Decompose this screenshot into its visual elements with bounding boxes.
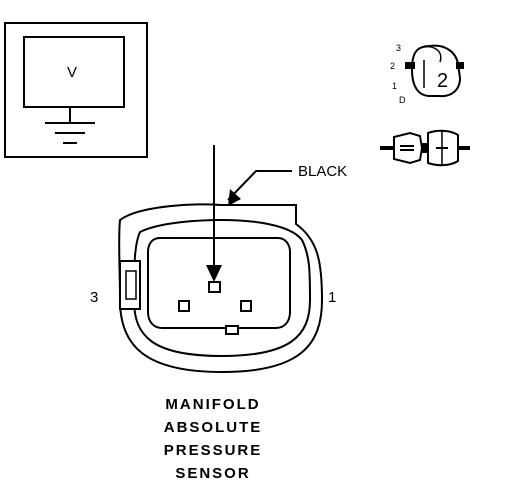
pin-label-3: 3 — [90, 289, 98, 306]
caption-line-4: SENSOR — [175, 465, 250, 482]
sensor-caption: MANIFOLD ABSOLUTE PRESSURE SENSOR — [164, 396, 263, 482]
sensor-connector: 3 1 — [90, 203, 336, 374]
key-mark-1: 1 — [392, 81, 397, 91]
caption-line-3: PRESSURE — [164, 442, 263, 459]
key-mark-3: 3 — [396, 43, 401, 53]
back-probe-icon — [380, 129, 470, 167]
voltmeter-icon: V — [4, 22, 148, 158]
voltmeter-symbol: V — [67, 64, 77, 81]
key-number: 2 — [437, 70, 448, 92]
probe-arrow — [206, 145, 222, 282]
key-mark-2: 2 — [390, 61, 395, 71]
wire-color-label: BLACK — [298, 163, 347, 180]
ground-icon — [45, 122, 95, 144]
caption-line-1: MANIFOLD — [165, 396, 260, 413]
caption-line-2: ABSOLUTE — [164, 419, 263, 436]
pin-label-1: 1 — [328, 289, 336, 306]
wire-callout: BLACK — [227, 163, 347, 206]
connector-key-icon: 3 2 1 D 2 — [390, 43, 464, 105]
key-mark-d: D — [399, 95, 406, 105]
